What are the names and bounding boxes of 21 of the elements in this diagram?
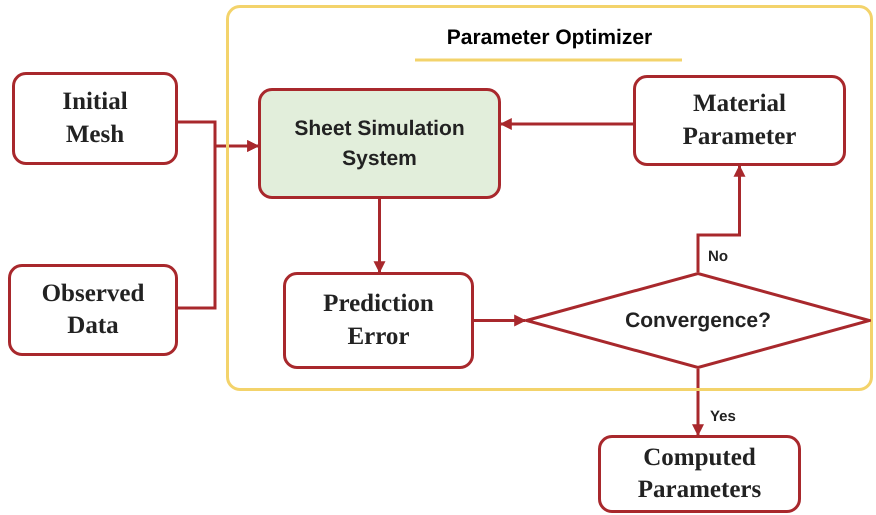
node-label: Computed Parameters — [636, 442, 762, 505]
process-box — [258, 88, 501, 199]
arrow — [178, 140, 260, 310]
arrow — [692, 369, 704, 436]
process-box — [12, 72, 178, 165]
node-label: Material Parameter — [682, 89, 798, 152]
arrow — [374, 199, 386, 274]
node-label: Observed Data — [40, 278, 146, 341]
process-box — [283, 272, 474, 369]
node-label: Sheet Simulation System — [293, 116, 466, 172]
arrow — [500, 118, 633, 130]
node-label: Convergence? — [625, 308, 771, 334]
process-box — [8, 264, 178, 356]
group-frame — [226, 5, 873, 391]
arrow — [696, 164, 746, 272]
arrow — [474, 314, 526, 326]
process-box — [598, 435, 801, 513]
process-box — [633, 75, 846, 166]
group-title: Parameter Optimizer — [446, 26, 652, 50]
node-label: Prediction Error — [322, 289, 435, 352]
node-label: Initial Mesh — [61, 87, 129, 150]
